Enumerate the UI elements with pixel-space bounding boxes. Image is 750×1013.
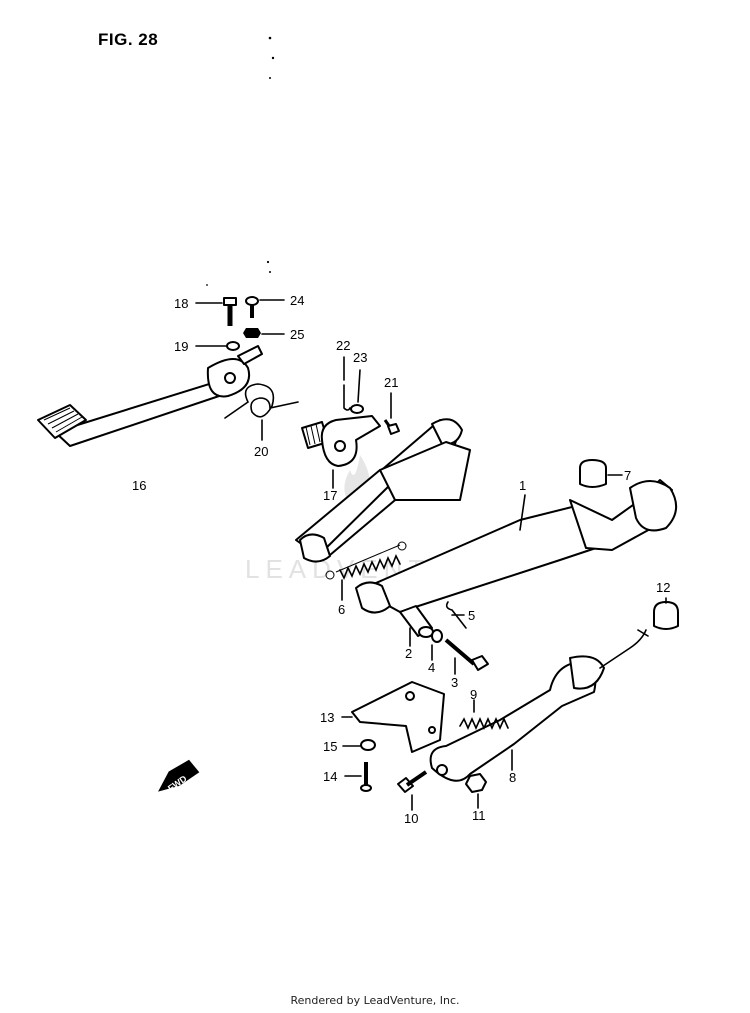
callout-9: 9 (470, 687, 477, 702)
callout-10: 10 (404, 811, 418, 826)
bolt-14 (344, 762, 372, 792)
callout-15: 15 (323, 739, 337, 754)
callout-17: 17 (323, 488, 337, 503)
collar-2 (399, 605, 434, 647)
washer-23 (350, 369, 364, 414)
center-stand-1 (295, 418, 677, 614)
rubber-12 (653, 597, 679, 630)
callout-8: 8 (509, 770, 516, 785)
scan-specks (206, 36, 275, 286)
callout-4: 4 (428, 660, 435, 675)
callout-labels: 1 2 3 4 5 6 7 8 9 10 11 12 13 14 15 16 1… (132, 293, 670, 826)
return-spring-20 (224, 383, 299, 441)
footer-credit: Rendered by LeadVenture, Inc. (290, 994, 460, 1007)
callout-25: 25 (290, 327, 304, 342)
nut-19 (195, 341, 240, 351)
pin-5 (445, 601, 467, 629)
bolt-3 (444, 638, 489, 675)
callout-12: 12 (656, 580, 670, 595)
pivot-shaft-17 (301, 415, 381, 489)
fwd-direction-marker: FWD (158, 759, 200, 793)
callout-19: 19 (174, 339, 188, 354)
callout-18: 18 (174, 296, 188, 311)
callout-7: 7 (624, 468, 631, 483)
callout-16: 16 (132, 478, 146, 493)
brake-pedal (37, 345, 263, 447)
callout-24: 24 (290, 293, 304, 308)
callout-21: 21 (384, 375, 398, 390)
stopper-7 (579, 459, 623, 488)
stand-spring-9 (459, 699, 509, 730)
bolt-21 (383, 392, 400, 435)
callout-14: 14 (323, 769, 337, 784)
callout-1: 1 (519, 478, 526, 493)
callout-3: 3 (451, 675, 458, 690)
side-stand-8 (429, 629, 649, 782)
callout-20: 20 (254, 444, 268, 459)
figure-title: FIG. 28 (98, 30, 159, 49)
bracket-13 (341, 681, 445, 753)
cotter-pin-22 (343, 356, 351, 411)
bolt-24 (245, 296, 285, 318)
bolt-18 (195, 297, 237, 326)
callout-23: 23 (353, 350, 367, 365)
washer-4 (431, 629, 443, 661)
callout-5: 5 (468, 608, 475, 623)
callout-13: 13 (320, 710, 334, 725)
callout-22: 22 (336, 338, 350, 353)
stand-spring-6 (325, 541, 407, 601)
bolt-10 (397, 770, 428, 811)
callout-2: 2 (405, 646, 412, 661)
washer-15 (342, 739, 376, 751)
callout-11: 11 (472, 808, 486, 823)
callout-6: 6 (338, 602, 345, 617)
nut-25 (243, 328, 285, 338)
nut-11 (465, 773, 487, 809)
